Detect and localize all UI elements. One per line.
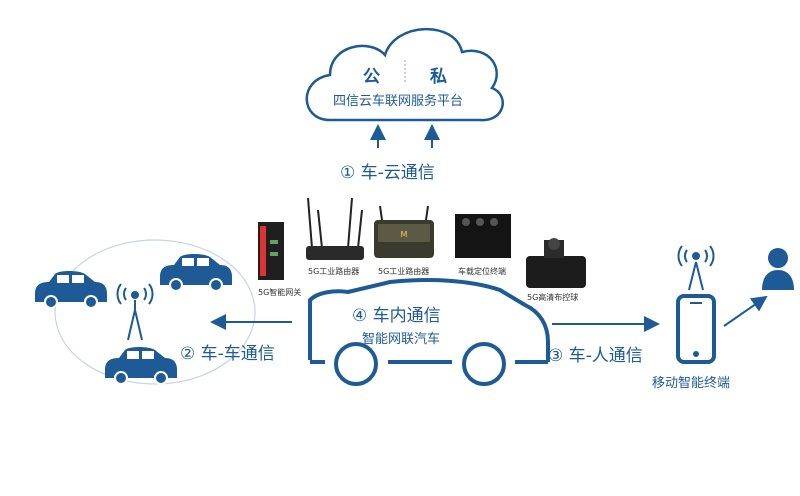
cloud-platform-label: 四信云车联网服务平台 xyxy=(333,90,463,109)
link-in-vehicle-label: ④ 车内通信 xyxy=(352,301,441,326)
cloud-public-label: 公 xyxy=(363,62,380,87)
link-v2c-label: ① 车-云通信 xyxy=(340,158,435,183)
device-label-router-2: 5G工业路由器 xyxy=(378,266,429,277)
vehicle-label: 智能网联汽车 xyxy=(362,328,440,347)
svg-text:M: M xyxy=(401,230,408,239)
mobile-terminal-label: 移动智能终端 xyxy=(652,372,730,391)
device-gateway-image xyxy=(258,222,284,280)
device-label-gateway: 5G智能网关 xyxy=(258,287,301,298)
car-icon-top xyxy=(160,254,232,291)
phone-icon xyxy=(678,296,714,362)
link-v2v-label: ② 车-车通信 xyxy=(180,339,275,364)
arrow-phone-person xyxy=(724,297,766,326)
device-label-router-1: 5G工业路由器 xyxy=(308,266,359,277)
device-router-2-image: M xyxy=(374,206,434,258)
person-icon xyxy=(762,248,794,290)
vehicle-wheel-right xyxy=(464,344,504,384)
device-camera-image xyxy=(526,238,586,288)
antenna-icon-phone xyxy=(678,246,713,290)
device-router-1-image xyxy=(306,198,364,260)
link-v2p-label: ③ 车-人通信 xyxy=(548,341,643,366)
car-icon-bottom xyxy=(105,347,177,384)
vehicle-wheel-left xyxy=(336,344,376,384)
device-locator-image xyxy=(455,214,511,258)
device-label-camera: 5G高清布控球 xyxy=(527,292,578,303)
antenna-icon-cars xyxy=(117,284,152,340)
device-label-locator: 车载定位终端 xyxy=(458,266,506,277)
car-icon-left xyxy=(35,271,107,308)
cloud-private-label: 私 xyxy=(430,62,447,87)
